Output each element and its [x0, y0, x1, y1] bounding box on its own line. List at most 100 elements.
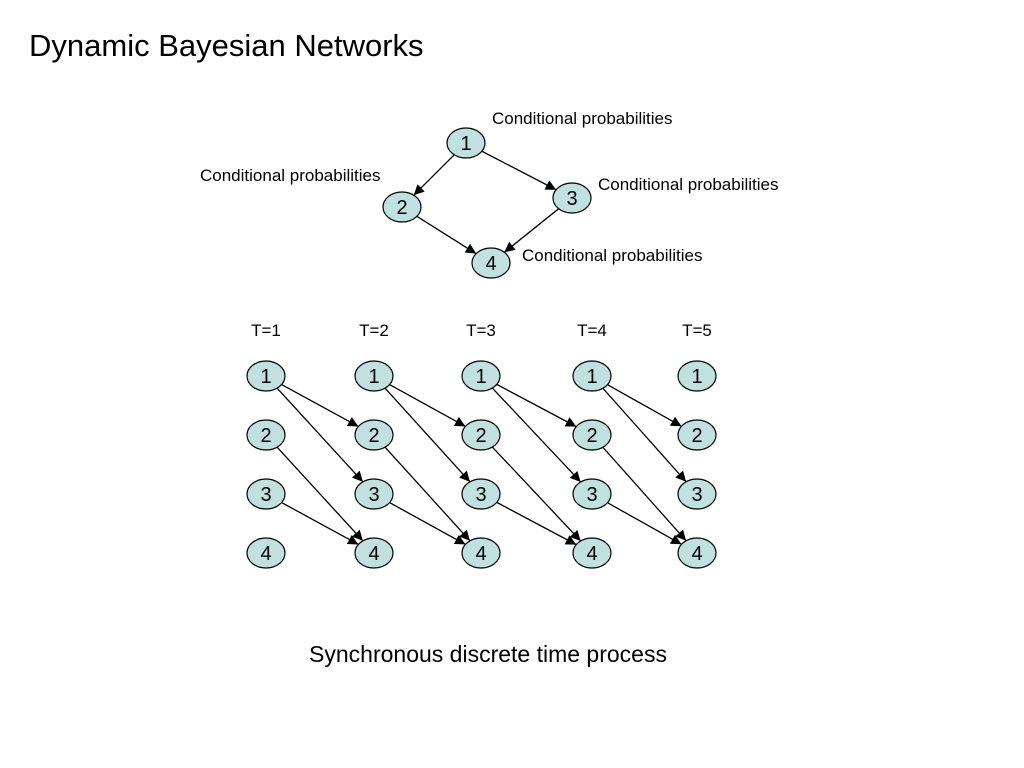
- unrolled-node-circle: [677, 478, 717, 510]
- unrolled-edge-t4-3-to-t5-4: [607, 502, 682, 545]
- unrolled-node-circle: [572, 478, 612, 510]
- unrolled-node-label: 2: [475, 425, 486, 447]
- unrolled-node-label: 3: [368, 484, 379, 506]
- annotation-node-4: Conditional probabilities: [522, 246, 703, 265]
- unrolled-node-t5-2[interactable]: 2: [677, 419, 717, 451]
- unrolled-node-label: 3: [586, 484, 597, 506]
- unrolled-node-circle: [461, 360, 501, 392]
- unrolled-node-t4-2[interactable]: 2: [572, 419, 612, 451]
- time-label-4: T=4: [577, 321, 607, 340]
- unrolled-node-circle: [572, 537, 612, 569]
- unrolled-node-t5-3[interactable]: 3: [677, 478, 717, 510]
- unrolled-node-t1-3[interactable]: 3: [246, 478, 286, 510]
- static-edge-3-to-4: [503, 208, 560, 253]
- unrolled-node-t1-2[interactable]: 2: [246, 419, 286, 451]
- unrolled-edge-t4-1-to-t5-2: [607, 384, 682, 427]
- unrolled-node-t5-4[interactable]: 4: [677, 537, 717, 569]
- unrolled-node-t2-4[interactable]: 4: [354, 537, 394, 569]
- unrolled-node-t3-2[interactable]: 2: [461, 419, 501, 451]
- time-label-1: T=1: [251, 321, 281, 340]
- static-node-2[interactable]: 2: [382, 191, 422, 223]
- unrolled-node-label: 4: [691, 543, 702, 565]
- static-node-1-label: 1: [460, 133, 471, 155]
- static-node-2-label: 2: [396, 197, 407, 219]
- annotation-node-2: Conditional probabilities: [200, 166, 381, 185]
- unrolled-node-circle: [572, 419, 612, 451]
- unrolled-edge-t4-2-to-t5-4: [602, 446, 687, 542]
- unrolled-node-t4-3[interactable]: 3: [572, 478, 612, 510]
- unrolled-node-t2-2[interactable]: 2: [354, 419, 394, 451]
- unrolled-node-t2-3[interactable]: 3: [354, 478, 394, 510]
- unrolled-node-circle: [246, 419, 286, 451]
- unrolled-node-circle: [354, 537, 394, 569]
- unrolled-node-circle: [354, 478, 394, 510]
- static-edge-1-to-3: [481, 150, 557, 191]
- unrolled-node-t3-4[interactable]: 4: [461, 537, 501, 569]
- unrolled-node-label: 4: [586, 543, 597, 565]
- unrolled-node-circle: [572, 360, 612, 392]
- unrolled-node-label: 2: [691, 425, 702, 447]
- unrolled-node-circle: [354, 360, 394, 392]
- slide-title: Dynamic Bayesian Networks: [29, 28, 424, 63]
- static-edges: [413, 150, 560, 255]
- unrolled-node-label: 1: [691, 366, 702, 388]
- static-network: 1 2 3 4 Conditional probabilities Condit…: [200, 109, 779, 279]
- unrolled-edge-t3-1-to-t4-3: [491, 387, 582, 483]
- caption: Synchronous discrete time process: [309, 641, 667, 667]
- unrolled-node-label: 3: [691, 484, 702, 506]
- unrolled-node-circle: [677, 360, 717, 392]
- unrolled-node-t3-3[interactable]: 3: [461, 478, 501, 510]
- unrolled-edge-t3-3-to-t4-4: [496, 501, 577, 546]
- unrolled-edge-t2-3-to-t3-4: [389, 502, 466, 545]
- unrolled-node-label: 3: [475, 484, 486, 506]
- unrolled-node-circle: [677, 419, 717, 451]
- unrolled-network: T=1 T=2 T=3 T=4 T=5 1 2 3 4 1 2 3 4 1 2 3 4 1 2 3 4 1 2 3 4: [246, 321, 717, 569]
- static-node-3-label: 3: [566, 188, 577, 210]
- unrolled-node-label: 1: [586, 366, 597, 388]
- unrolled-edge-t1-1-to-t2-2: [281, 383, 359, 428]
- unrolled-node-t4-1[interactable]: 1: [572, 360, 612, 392]
- unrolled-node-circle: [677, 537, 717, 569]
- unrolled-edge-t3-2-to-t4-4: [491, 446, 582, 542]
- unrolled-node-circle: [246, 478, 286, 510]
- unrolled-node-t1-4[interactable]: 4: [246, 537, 286, 569]
- unrolled-node-label: 4: [368, 543, 379, 565]
- annotation-node-3: Conditional probabilities: [598, 175, 779, 194]
- unrolled-node-circle: [461, 537, 501, 569]
- unrolled-edge-t1-3-to-t2-4: [281, 501, 359, 546]
- static-node-4[interactable]: 4: [471, 247, 511, 279]
- unrolled-edge-t2-1-to-t3-3: [384, 387, 471, 483]
- unrolled-node-label: 2: [586, 425, 597, 447]
- time-label-2: T=2: [359, 321, 389, 340]
- unrolled-edges: [276, 383, 687, 546]
- unrolled-node-circle: [354, 419, 394, 451]
- unrolled-node-label: 1: [368, 366, 379, 388]
- unrolled-node-label: 2: [260, 425, 271, 447]
- unrolled-node-label: 1: [260, 366, 271, 388]
- unrolled-nodes: 1 2 3 4 1 2 3 4 1 2 3 4 1 2 3 4 1 2 3 4: [246, 360, 717, 569]
- time-label-3: T=3: [466, 321, 496, 340]
- unrolled-node-circle: [461, 478, 501, 510]
- static-edge-1-to-2: [413, 154, 455, 196]
- time-labels: T=1 T=2 T=3 T=4 T=5: [251, 321, 712, 340]
- unrolled-node-circle: [246, 360, 286, 392]
- unrolled-edge-t2-2-to-t3-4: [384, 446, 471, 542]
- unrolled-node-t2-1[interactable]: 1: [354, 360, 394, 392]
- unrolled-node-t1-1[interactable]: 1: [246, 360, 286, 392]
- unrolled-node-t5-1[interactable]: 1: [677, 360, 717, 392]
- unrolled-node-circle: [461, 419, 501, 451]
- static-node-3[interactable]: 3: [552, 182, 592, 214]
- unrolled-node-label: 2: [368, 425, 379, 447]
- unrolled-node-t3-1[interactable]: 1: [461, 360, 501, 392]
- unrolled-edge-t4-1-to-t5-3: [602, 387, 687, 483]
- unrolled-node-label: 4: [260, 543, 271, 565]
- unrolled-node-t4-4[interactable]: 4: [572, 537, 612, 569]
- unrolled-edge-t1-2-to-t2-4: [276, 446, 364, 542]
- unrolled-node-label: 3: [260, 484, 271, 506]
- time-label-5: T=5: [682, 321, 712, 340]
- unrolled-edge-t1-1-to-t2-3: [276, 387, 364, 483]
- static-node-1[interactable]: 1: [446, 127, 486, 159]
- unrolled-node-label: 4: [475, 543, 486, 565]
- unrolled-edge-t3-1-to-t4-2: [496, 383, 577, 428]
- static-edge-2-to-4: [416, 215, 477, 255]
